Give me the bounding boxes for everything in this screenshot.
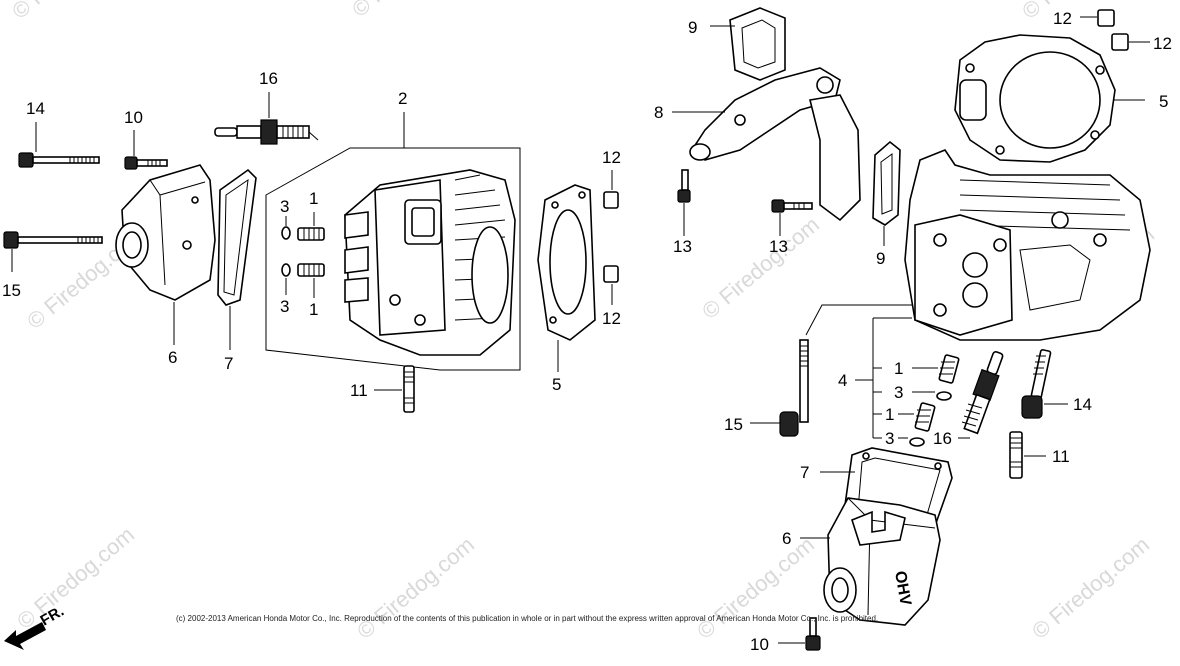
watermark-text: © Firedog.com [1017,0,1144,24]
callout-7-right: 7 [800,463,809,482]
callout-5-right: 5 [1159,92,1168,111]
callout-6-right: 6 [782,529,791,548]
callout-3-left-bottom: 3 [280,297,289,316]
stud-bolt-14-right [1021,349,1068,419]
watermark-text: © Firedog.com [352,532,479,644]
head-gasket-right [954,34,1145,163]
head-gasket-left [537,184,596,372]
callout-3-right-bottom: 3 [885,429,894,448]
callout-3-left-top: 3 [280,197,289,216]
dowel-set-bracket [855,317,912,439]
callout-9-top: 9 [688,18,697,37]
cylinder-head-left [265,112,521,371]
callout-14-right: 14 [1073,395,1092,414]
bolt-15-right [750,304,912,437]
callout-6-left: 6 [168,348,177,367]
watermark-text: © Firedog.com [12,522,139,634]
callout-12-left-bottom: 12 [602,309,621,328]
callout-15-right: 15 [724,415,743,434]
callout-1-left-top: 1 [309,189,318,208]
stud-bolt-11-right [1009,431,1046,479]
watermark-text: © Firedog.com [347,0,474,22]
callout-11-left: 11 [350,381,368,400]
cover-embossed-text: OHV [891,570,914,607]
exhaust-gasket-top [710,7,786,81]
callout-3-right-top: 3 [894,383,903,402]
rocker-gasket-left [217,168,257,350]
bolt-13-left [677,169,691,236]
callout-1-right-top: 1 [894,359,903,378]
rocker-cover-right: OHV [800,497,941,626]
watermark-text: © Firedog.com [697,212,824,324]
bolt-14-left [18,122,100,168]
bolt-10-right [778,617,821,651]
callout-16-right: 16 [933,429,952,448]
dowel-and-washer-set-left [281,212,325,298]
bolt-10-left [124,130,168,170]
callout-labels: 14 10 16 2 12 3 1 3 1 15 6 7 12 5 11 9 1… [2,9,1172,654]
callout-9-mid: 9 [876,249,885,268]
callout-12-left-top: 12 [602,148,621,167]
watermark-text: © Firedog.com [1027,532,1154,644]
callout-16-left: 16 [259,69,278,88]
callout-7-left: 7 [224,354,233,373]
callout-10-right: 10 [750,635,769,654]
callout-15-left: 15 [2,281,21,300]
callout-2: 2 [398,89,407,108]
exhaust-gasket-mid [872,140,901,246]
callout-11-right: 11 [1052,447,1070,466]
callout-10-left: 10 [124,108,143,127]
dowel-pins-left [603,170,619,305]
callout-1-right-bottom: 1 [885,405,894,424]
spark-plug-right [958,350,1004,439]
callout-14-left: 14 [26,99,45,118]
stud-bolt-left [374,365,415,413]
rocker-cover-left [115,164,216,345]
cylinder-head-right [904,149,1151,341]
callout-4: 4 [838,371,847,390]
callout-1-left-bottom: 1 [309,300,318,319]
callout-13-right: 13 [769,237,788,256]
watermark-text: © Firedog.com [692,532,819,644]
callout-13-left: 13 [673,237,692,256]
spark-plug-left [214,92,319,145]
dowel-and-washer-set-right [898,354,960,447]
bolt-15-left [3,231,103,272]
callout-12-right-top: 12 [1053,9,1072,28]
exhaust-pipe [672,67,861,222]
watermark-text: © Firedog.com [7,0,134,24]
callout-5-left: 5 [552,375,561,394]
callout-8: 8 [654,103,663,122]
callout-12-right: 12 [1153,34,1172,53]
bolt-13-right [771,199,813,236]
copyright-notice: (c) 2002-2013 American Honda Motor Co., … [176,614,878,623]
dowel-pins-right [1080,9,1150,51]
